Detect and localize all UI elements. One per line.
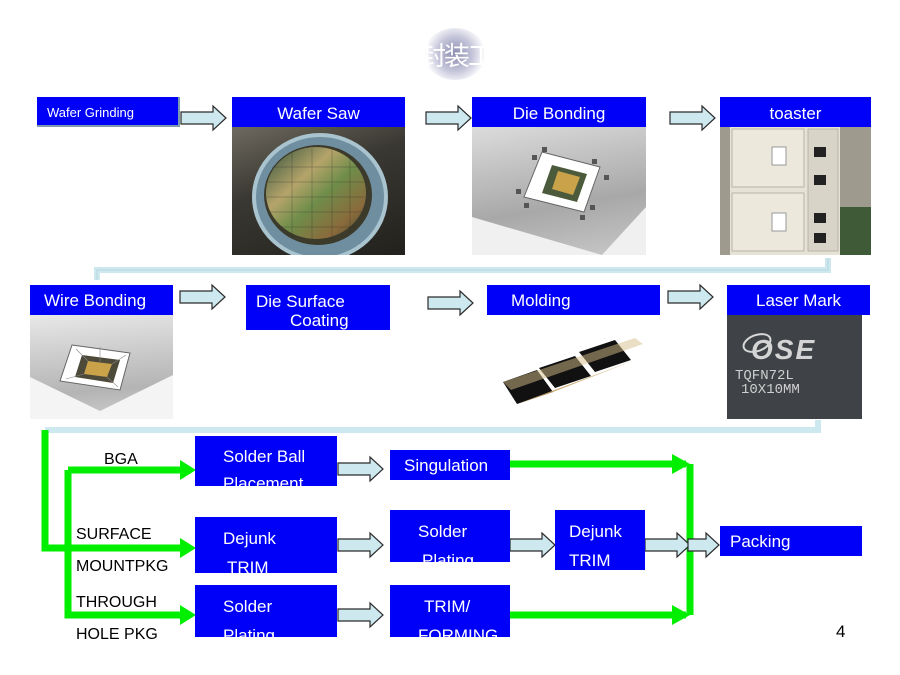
block-arrow-1 xyxy=(180,104,227,132)
step-label: Wire Bonding xyxy=(44,291,147,310)
connector-row2-branches xyxy=(45,420,821,433)
title-badge xyxy=(424,28,486,80)
step-label-line1: TRIM/ xyxy=(424,597,471,616)
step-label: Die Bonding xyxy=(512,104,606,123)
block-arrow-3 xyxy=(669,104,716,132)
green-main-vertical xyxy=(41,430,180,552)
step-dejunk-trim-1: Dejunk TRIM xyxy=(195,517,337,573)
green-left-trunk xyxy=(64,470,180,619)
wire-bonding-photo xyxy=(30,315,173,419)
step-label-line1: Solder Ball xyxy=(223,447,306,466)
branch-label-through-line2: HOLE PKG xyxy=(76,626,158,643)
step-toaster: toaster xyxy=(720,97,871,127)
step-label-line2: TRIM xyxy=(569,551,611,570)
block-arrow-5 xyxy=(427,289,474,317)
block-arrow-11 xyxy=(687,531,720,559)
step-label-line2: Plating xyxy=(223,626,275,637)
chip-line1: TQFN72L xyxy=(735,368,794,384)
green-arrowhead-bga xyxy=(180,460,196,480)
chip-marking: OSE TQFN72L 10X10MM xyxy=(735,333,816,398)
block-arrow-12 xyxy=(337,601,384,629)
step-laser-mark: Laser Mark xyxy=(727,285,870,315)
step-label: Singulation xyxy=(404,456,489,475)
branch-label-through-line1: THROUGH xyxy=(76,594,157,611)
green-arrowhead-singulation xyxy=(672,454,690,474)
die-bonding-photo xyxy=(472,127,646,255)
step-die-bonding: Die Bonding xyxy=(472,97,646,127)
block-arrow-6 xyxy=(667,283,714,311)
step-wafer-grinding: Wafer Grinding xyxy=(37,97,180,127)
step-wire-bonding: Wire Bonding xyxy=(30,285,173,315)
page-title: 封装工艺流程 xyxy=(420,42,500,70)
block-arrow-4 xyxy=(179,283,226,311)
block-arrow-10 xyxy=(644,531,691,559)
step-label: Wafer Grinding xyxy=(47,105,134,120)
step-solder-ball-placement: Solder Ball Placement xyxy=(195,436,337,486)
green-arrowhead-surface xyxy=(180,538,196,558)
step-label: Molding xyxy=(511,291,571,310)
step-solder-plating-1: Solder Plating xyxy=(390,510,510,562)
step-singulation: Singulation xyxy=(390,450,510,480)
green-arrowhead-trim-forming xyxy=(672,605,690,625)
connector-row1-row2 xyxy=(94,258,831,280)
step-die-surface-coating: Die Surface Coating xyxy=(246,285,390,330)
molding-photo xyxy=(495,330,645,410)
step-label-line2: Plating xyxy=(422,551,474,562)
step-label: toaster xyxy=(769,104,822,123)
block-arrow-8 xyxy=(337,531,384,559)
page-number: 4 xyxy=(836,622,846,641)
laser-mark-photo: OSE TQFN72L 10X10MM xyxy=(727,315,862,419)
step-label-line1: Die Surface xyxy=(256,292,345,311)
step-label-line1: Solder xyxy=(223,597,273,616)
step-label-line2: Coating xyxy=(290,311,349,330)
wafer-saw-photo xyxy=(232,127,405,255)
branch-label-surface-line2: MOUNTPKG xyxy=(76,558,169,575)
step-dejunk-trim-2: Dejunk TRIM xyxy=(555,510,645,570)
step-trim-forming: TRIM/ FORMING xyxy=(390,585,510,637)
chip-brand: OSE xyxy=(751,334,816,365)
step-molding: Molding xyxy=(487,285,660,315)
green-arrowhead-through xyxy=(180,605,196,625)
block-arrow-7 xyxy=(337,455,384,483)
block-arrow-2 xyxy=(425,104,472,132)
step-label-line2: TRIM xyxy=(227,558,269,573)
step-label-line2: FORMING xyxy=(418,626,499,637)
step-wafer-saw: Wafer Saw xyxy=(232,97,405,127)
step-label-line2: Placement xyxy=(223,474,304,486)
step-solder-plating-2: Solder Plating xyxy=(195,585,337,637)
step-label-line1: Dejunk xyxy=(223,529,276,548)
branch-label-bga: BGA xyxy=(104,451,138,468)
step-label: Packing xyxy=(730,532,791,551)
step-label: Wafer Saw xyxy=(277,104,360,123)
step-packing: Packing xyxy=(720,526,862,556)
step-label-line1: Solder xyxy=(418,522,468,541)
branch-label-surface-line1: SURFACE xyxy=(76,526,152,543)
step-label-line1: Dejunk xyxy=(569,522,622,541)
toaster-photo xyxy=(720,127,871,255)
step-label: Laser Mark xyxy=(755,291,842,310)
chip-line2: 10X10MM xyxy=(741,382,800,398)
block-arrow-9 xyxy=(509,531,556,559)
